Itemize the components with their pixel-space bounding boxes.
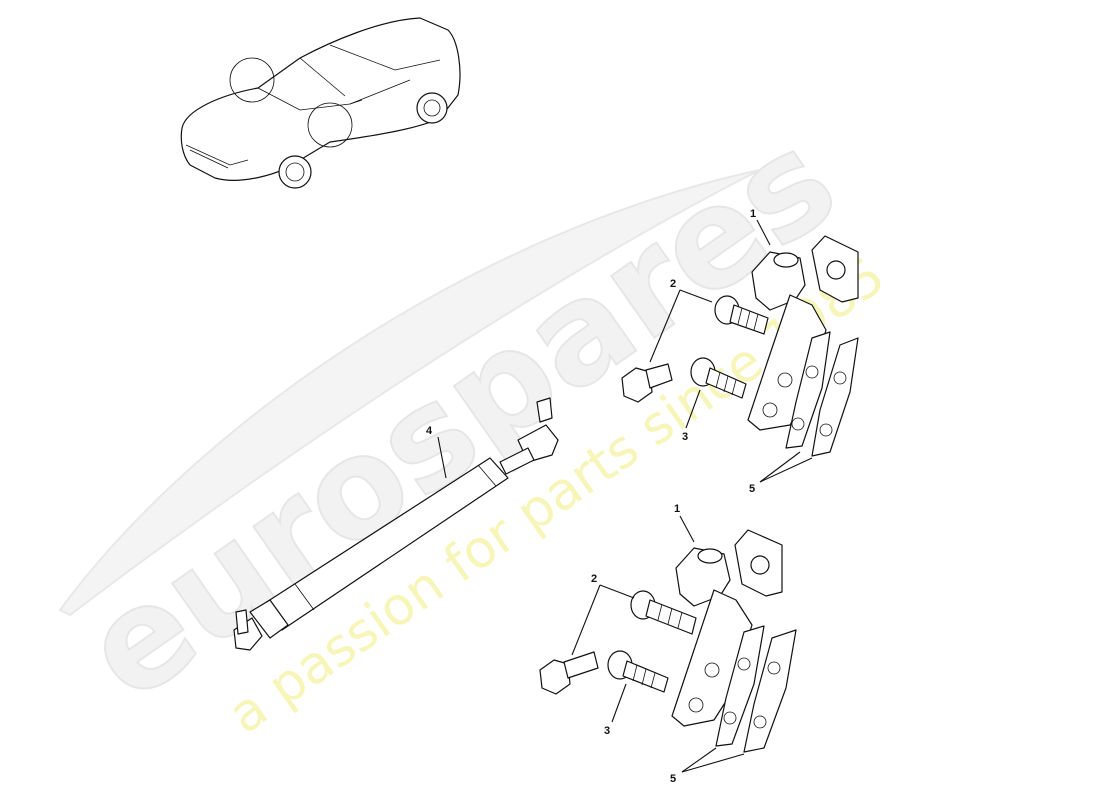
callout-lower-hinge: 1 [674,503,680,515]
shim-plate-back [785,331,831,449]
callout-upper-plates: 5 [749,483,755,495]
gas-strut-assembly: 4 [233,397,559,651]
callout-upper-hinge: 1 [750,208,756,220]
strut-rod [499,447,535,475]
shim-plate-back [715,625,765,747]
shim-plate-front [811,337,859,457]
callout-upper-bolt: 2 [670,278,676,290]
callout-upper-bolt-lower: 3 [682,431,688,443]
lower-hinge-assembly: 1 2 3 5 [539,503,797,785]
hinge-arm [747,294,827,431]
upper-hinge-assembly: 1 2 3 5 [621,208,859,495]
cap-bolt [539,651,599,695]
cap-bolt [621,363,673,403]
bolt-flanged-lower [607,650,669,693]
callout-lower-bolt-lower: 3 [604,725,610,737]
bolt-flanged [714,295,769,335]
callout-lower-bolt: 2 [591,573,597,585]
car-overview-illustration [180,17,461,189]
bolt-flanged [630,590,697,635]
bolt-flanged-lower [690,357,747,399]
hinge-arm [671,589,753,727]
callout-strut: 4 [426,425,433,437]
callout-lower-plates: 5 [670,773,676,785]
watermark-swoosh [58,169,761,617]
shim-plate-front [743,629,797,753]
